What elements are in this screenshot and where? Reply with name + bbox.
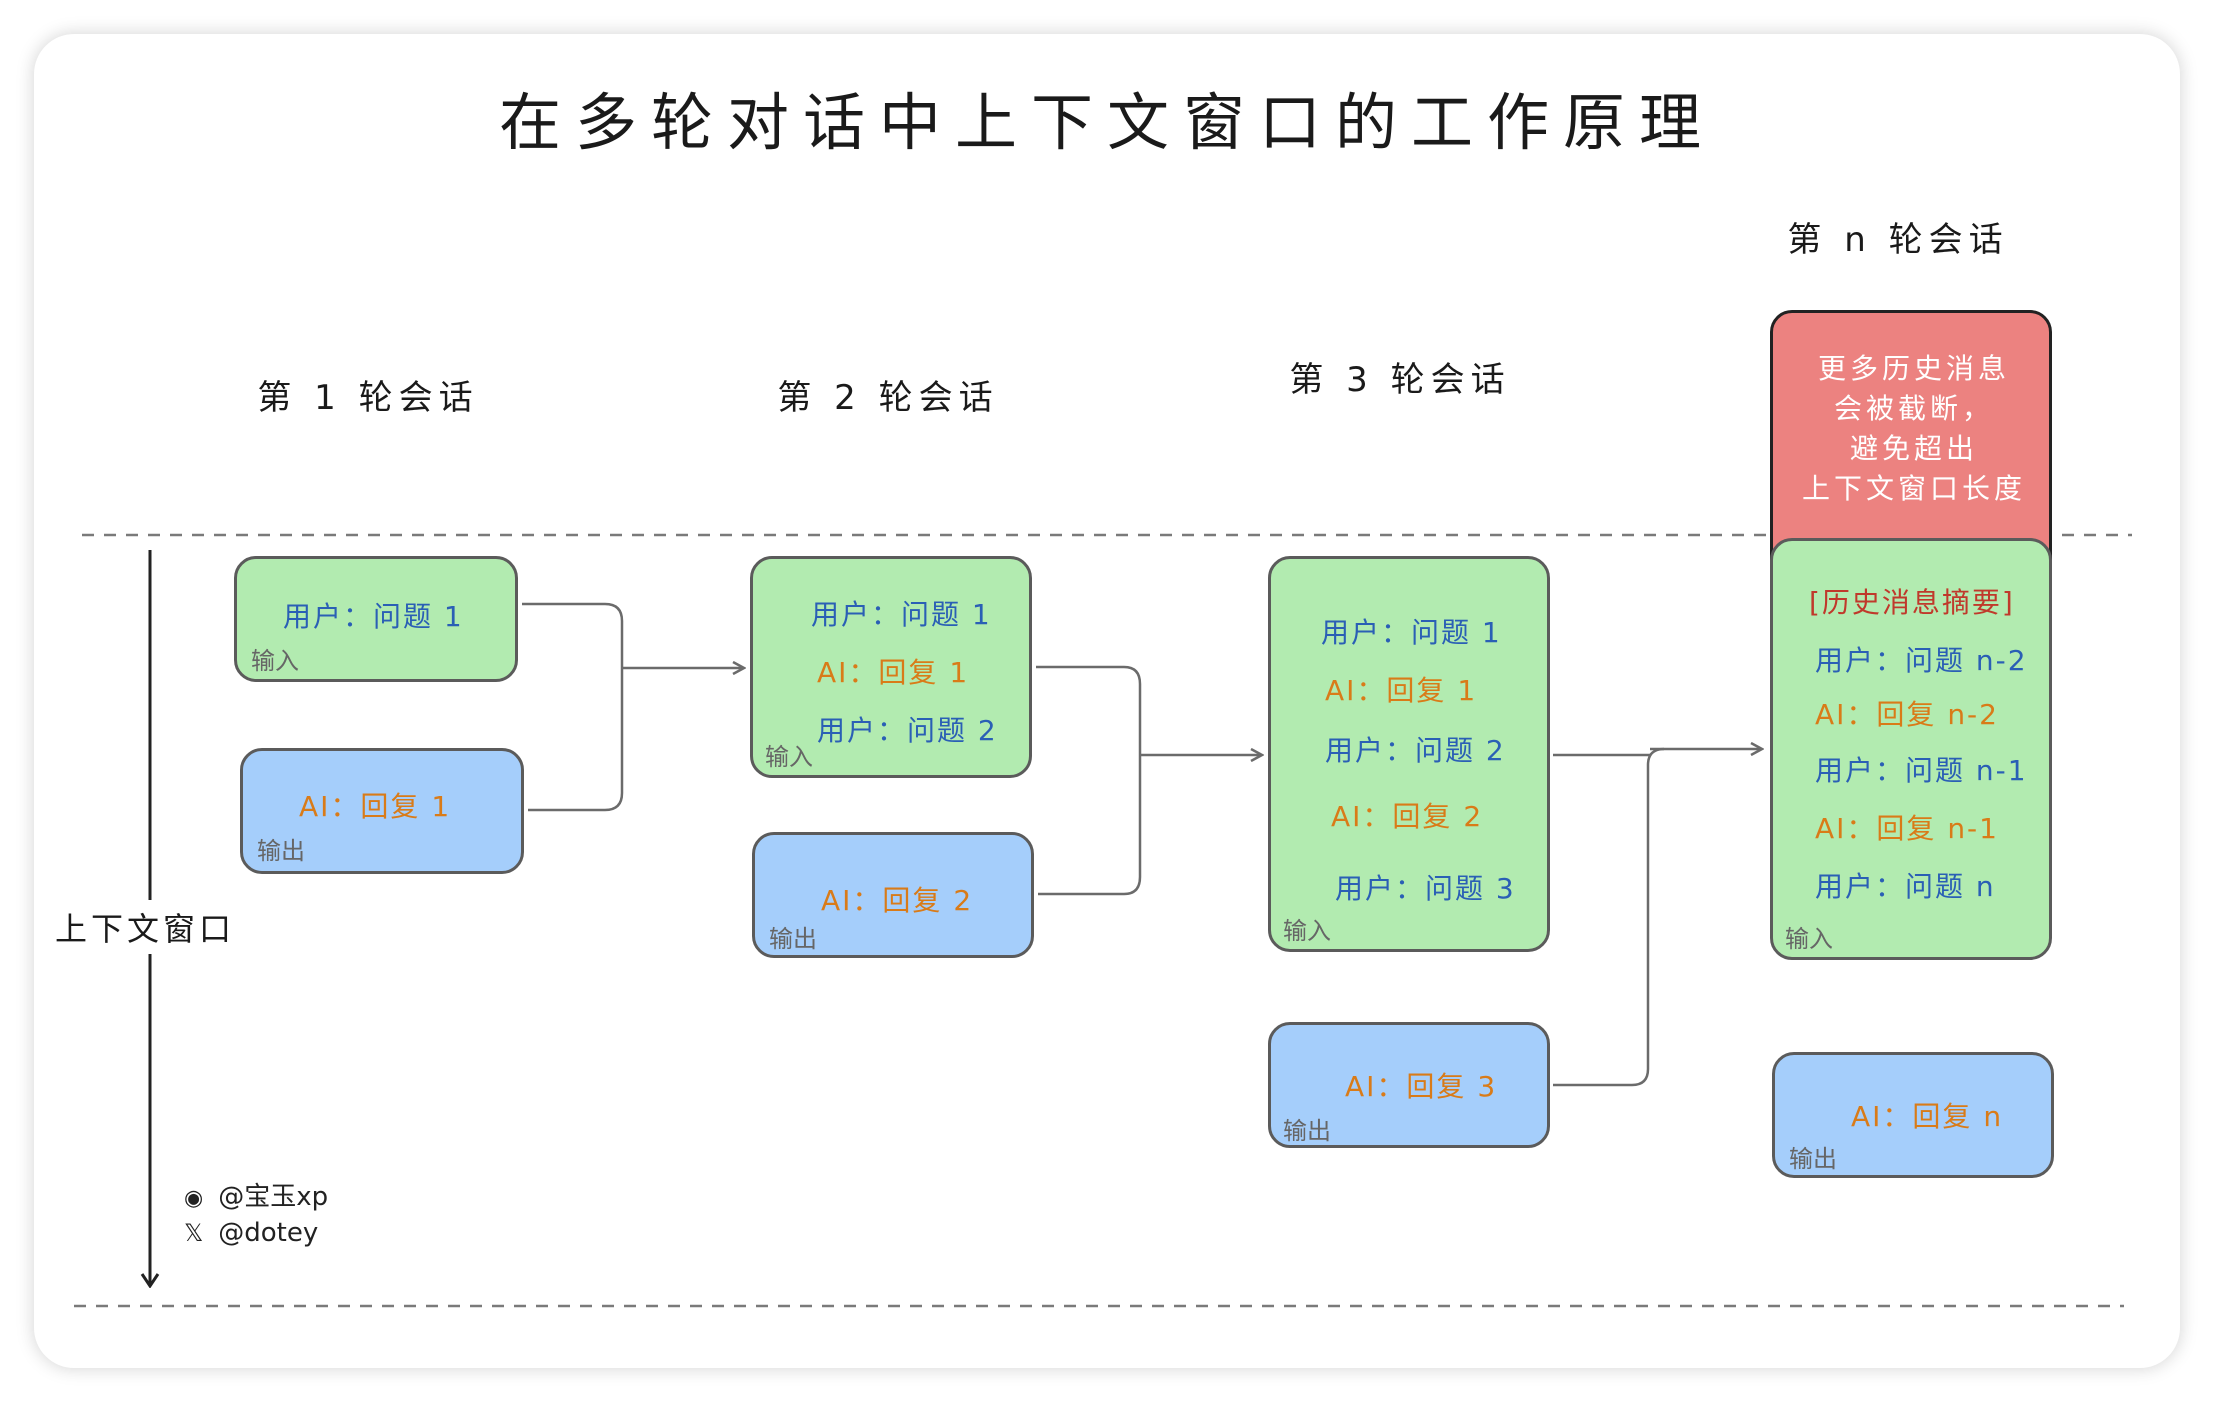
round-3-output-box: AI：回复 3 输出 xyxy=(1268,1022,1550,1148)
round-n-user-question-n-2: 用户：问题 n-2 xyxy=(1815,644,2028,677)
x-icon: 𝕏 xyxy=(184,1219,204,1247)
round-2-output-tag: 输出 xyxy=(769,925,817,953)
round-n-label: 第 n 轮会话 xyxy=(1787,220,2009,260)
round-n-output-tag: 输出 xyxy=(1789,1145,1837,1173)
round-1-output-tag: 输出 xyxy=(257,837,305,865)
x-handle: @dotey xyxy=(218,1218,319,1248)
diagram-title: 在多轮对话中上下文窗口的工作原理 xyxy=(498,86,1715,159)
round-1-label: 第 1 轮会话 xyxy=(257,378,479,418)
round-3-user-question-1: 用户：问题 1 xyxy=(1321,616,1502,649)
round-n-output-box: AI：回复 n 输出 xyxy=(1772,1052,2054,1178)
truncated-note-line-2: 会被截断， xyxy=(1833,392,1994,425)
round-2-ai-reply-1: AI：回复 1 xyxy=(817,656,970,689)
truncated-note-line-1: 更多历史消息 xyxy=(1817,352,2010,385)
context-window-label: 上下文窗口 xyxy=(55,900,236,954)
round-3-input-tag: 输入 xyxy=(1283,917,1331,945)
weibo-icon: ◉ xyxy=(184,1186,204,1211)
history-summary-label: [历史消息摘要] xyxy=(1809,586,2015,619)
round-3-ai-reply-1: AI：回复 1 xyxy=(1325,674,1478,707)
round-3-input-box: 用户：问题 1 AI：回复 1 用户：问题 2 AI：回复 2 用户：问题 3 … xyxy=(1268,556,1550,952)
round-3-label: 第 3 轮会话 xyxy=(1289,360,1511,400)
weibo-handle: @宝玉xp xyxy=(218,1182,329,1212)
round-3-output-tag: 输出 xyxy=(1283,1117,1331,1145)
round-n-user-question-n-1: 用户：问题 n-1 xyxy=(1815,754,2028,787)
round-1-user-question-1: 用户：问题 1 xyxy=(283,600,464,633)
round-2-user-question-1: 用户：问题 1 xyxy=(811,598,992,631)
round-3-ai-reply-2: AI：回复 2 xyxy=(1331,800,1484,833)
round-2-output-box: AI：回复 2 输出 xyxy=(752,832,1034,958)
round-3-user-question-3: 用户：问题 3 xyxy=(1335,872,1516,905)
round-2-input-tag: 输入 xyxy=(765,743,813,771)
round-n-ai-reply-n: AI：回复 n xyxy=(1851,1100,2004,1133)
round-1-ai-reply-1: AI：回复 1 xyxy=(299,790,452,823)
round-2-input-box: 用户：问题 1 AI：回复 1 用户：问题 2 输入 xyxy=(750,556,1032,778)
round-n-input-tag: 输入 xyxy=(1785,925,1833,953)
round-1-input-tag: 输入 xyxy=(251,647,299,675)
round-1-input-box: 用户：问题 1 输入 xyxy=(234,556,518,682)
weibo-credit: ◉ @宝玉xp xyxy=(184,1176,328,1213)
round-n-ai-reply-n-2: AI：回复 n-2 xyxy=(1815,698,1999,731)
truncated-note-line-4: 上下文窗口长度 xyxy=(1801,472,2026,505)
round-n-user-question-n: 用户：问题 n xyxy=(1815,870,1996,903)
round-2-ai-reply-2: AI：回复 2 xyxy=(821,884,974,917)
truncated-note-line-3: 避免超出 xyxy=(1849,432,1978,465)
round-2-label: 第 2 轮会话 xyxy=(777,378,999,418)
round-n-ai-reply-n-1: AI：回复 n-1 xyxy=(1815,812,1999,845)
round-1-output-box: AI：回复 1 输出 xyxy=(240,748,524,874)
round-n-input-box: [历史消息摘要] 用户：问题 n-2 AI：回复 n-2 用户：问题 n-1 A… xyxy=(1770,538,2052,960)
round-2-user-question-2: 用户：问题 2 xyxy=(817,714,998,747)
round-3-user-question-2: 用户：问题 2 xyxy=(1325,734,1506,767)
x-credit: 𝕏 @dotey xyxy=(184,1218,318,1248)
round-3-ai-reply-3: AI：回复 3 xyxy=(1345,1070,1498,1103)
